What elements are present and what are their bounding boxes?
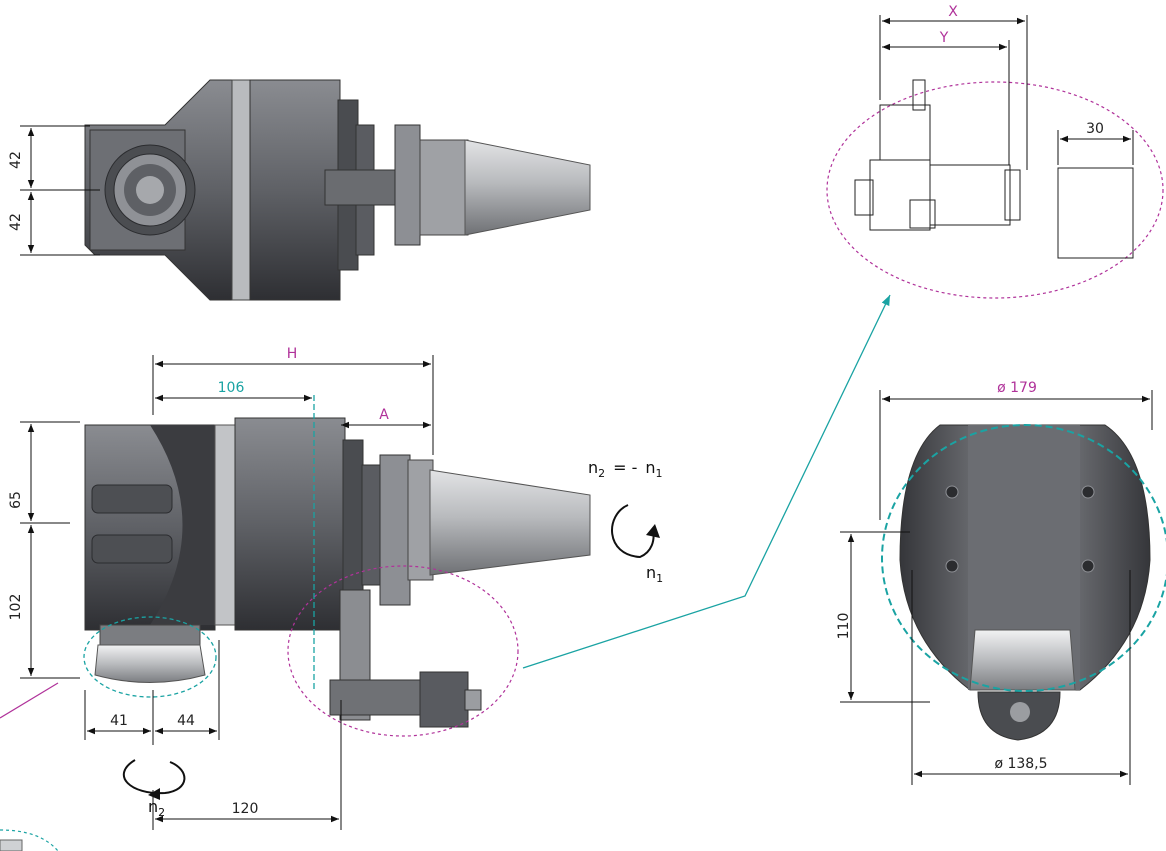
dim-H: H [152,346,434,455]
rotation-arrow-n1-icon [611,504,655,559]
top-view-body [84,79,591,301]
dim-X-label: X [948,4,958,20]
rotation-formula: n2= -n1 [588,458,663,480]
dim-X: X [879,4,1028,170]
dim-A: A [341,407,431,429]
front-view: ø 179 110 ø 138,5 [836,380,1166,785]
svg-text:n2= -n1: n2= -n1 [588,458,663,480]
top-view: 42 42 [8,79,591,301]
dim-30: 30 [1057,121,1134,165]
side-view-body [84,417,591,728]
dim-110-label: 110 [836,613,852,640]
top-dim-42-lower-label: 42 [8,213,24,231]
front-view-highlight [881,424,1166,692]
top-dim-42-lower: 42 [8,192,100,256]
dim-41-label: 41 [110,713,128,729]
dim-120-label: 120 [232,801,259,817]
dim-d179-label: ø 179 [997,380,1037,396]
dim-65: 65 [8,421,80,524]
formula-equals-minus: = - [613,458,637,477]
formula-n1: n [645,458,655,477]
dim-d138: ø 138,5 [911,570,1131,785]
detail-view: X Y 30 [826,4,1164,299]
svg-text:n2: n2 [148,797,165,819]
formula-n2: n [588,458,598,477]
dim-102-label: 102 [8,594,24,621]
dim-44-label: 44 [177,713,195,729]
dim-110: 110 [836,531,930,703]
dim-Y-label: Y [939,30,949,46]
rotation-arrow-n2-icon [122,759,186,795]
dim-30-label: 30 [1086,121,1104,137]
n1-sub: 1 [656,572,663,585]
side-detail-highlight [287,565,519,737]
n2-label: n [148,797,158,816]
dim-Y: Y [882,30,1010,165]
dim-H-label: H [287,346,298,362]
dim-d179: ø 179 [879,380,1153,520]
dim-106-label: 106 [218,380,245,396]
n2-sub: 2 [158,806,165,819]
side-spindle-highlight [83,616,217,698]
formula-n2-sub: 2 [598,467,605,480]
dim-65-label: 65 [8,491,24,509]
formula-n1-sub: 1 [656,467,663,480]
side-view: H 106 A 65 102 [0,346,591,851]
svg-text:n1: n1 [646,563,663,585]
detail-view-ellipse [826,81,1164,299]
n1-label: n [646,563,656,582]
detail-line-art [854,79,1134,259]
rotation-n2: n2 [122,759,186,819]
rotation-n1: n1 [611,504,663,585]
dim-d138-label: ø 138,5 [994,756,1047,772]
top-dim-42-upper: 42 [8,125,100,191]
dim-A-label: A [379,407,389,423]
dim-106: 106 [155,380,312,402]
front-view-body [899,424,1151,741]
dim-102: 102 [8,525,80,679]
pink-guide-line [0,682,59,719]
detail-leader-line [522,294,891,669]
dim-41-44: 41 44 [84,640,220,745]
corner-partial-circle [0,829,59,851]
top-dim-42-upper-label: 42 [8,151,24,169]
